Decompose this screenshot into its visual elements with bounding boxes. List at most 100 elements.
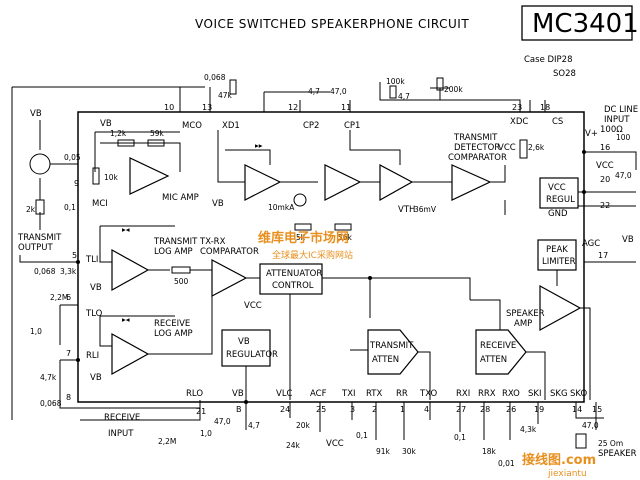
cap-01-rx: 0,1 <box>454 433 466 442</box>
label-vb-rx: VB <box>90 373 102 383</box>
cap-47-bottom: 4,7 <box>248 421 260 430</box>
tx-rx-comparator <box>211 259 248 297</box>
vb-regulator-label-1: VB <box>238 337 250 347</box>
dc-line-input-2: INPUT <box>604 115 630 125</box>
label-ski: SKI <box>528 389 541 399</box>
res-22m-bottom: 2,2M <box>158 437 176 446</box>
res-47k: 47k <box>218 91 233 100</box>
res-500-symbol <box>171 266 191 274</box>
label-cs: CS <box>552 117 563 127</box>
pin-24: 24 <box>280 405 290 414</box>
res-2k-symbol <box>35 199 45 215</box>
cap-005: 0,05 <box>64 153 81 162</box>
rx-log-amp-label-2: LOG AMP <box>154 329 193 339</box>
rx-log-amp-label-1: RECEIVE <box>154 319 190 329</box>
tlo-wire <box>59 304 78 345</box>
label-acf: ACF <box>310 389 327 399</box>
watermark-sub: 全球最大IC采购网站 <box>272 249 353 261</box>
atten-wires <box>470 299 546 400</box>
label-txo: TXO <box>419 389 437 399</box>
junction-dot <box>368 276 372 280</box>
res-30k: 30k <box>402 447 417 456</box>
cap-01-bottom: 0,1 <box>356 431 368 440</box>
ic-outline <box>77 111 585 403</box>
junction-dot <box>582 190 586 194</box>
tx-log-amp-label-1: TRANSMIT <box>153 237 198 247</box>
label-vcc-tdc: VCC <box>498 143 516 153</box>
txrx-comp-label-2: COMPARATOR <box>200 247 259 257</box>
tx-atten-label-1: TRANSMIT <box>369 341 414 351</box>
pin-16: 16 <box>600 143 610 152</box>
label-gnd: GND <box>548 209 568 219</box>
mic-amp-loop <box>100 142 181 172</box>
pin-18-lead <box>529 100 546 112</box>
vcc-regul-label-2: REGUL <box>546 195 575 205</box>
label-cp2: CP2 <box>303 121 319 131</box>
comparator-wire <box>190 269 260 279</box>
part-number: MC34018 <box>532 9 640 39</box>
label-xd1: XD1 <box>222 121 240 131</box>
peak-limiter <box>537 239 577 271</box>
vcc-regul-label-1: VCC <box>548 183 566 193</box>
label-mci: MCI <box>92 199 108 209</box>
watermark-url: jiexiantu <box>547 469 587 479</box>
pin-12-11-leads <box>299 100 351 112</box>
dc-line-input-3: 100Ω <box>600 125 623 135</box>
junction-dot <box>76 358 80 362</box>
cp-amp-wire <box>349 130 401 183</box>
pin-5: 5 <box>72 251 77 260</box>
vb-regulator <box>221 329 271 367</box>
res-5k: 5k <box>296 233 306 242</box>
rx-atten-label-1: RECEIVE <box>480 341 516 351</box>
pin-8: 8 <box>66 393 71 402</box>
line-input-wire <box>584 151 637 170</box>
watermark-corner: 接线图.com <box>522 452 596 468</box>
peak-limiter-label-2: LIMITER <box>542 257 576 267</box>
pin-26: 26 <box>506 405 516 414</box>
pin-2: 2 <box>372 405 377 414</box>
pin-19: 19 <box>534 405 544 414</box>
res-12k: 1,2k <box>110 129 127 138</box>
res-100k-symbol <box>389 85 397 99</box>
case-alt-label: SO28 <box>553 69 576 79</box>
cap-470-bottom: 47,0 <box>214 417 231 426</box>
att-control-label-2: CONTROL <box>272 281 314 291</box>
mic-amp <box>129 157 170 195</box>
pin-9: 9 <box>74 179 79 188</box>
pin-25: 25 <box>316 405 326 414</box>
cap-47-a: 4,7 <box>308 87 320 96</box>
pin-10-13-leads <box>179 87 211 112</box>
label-skg: SKG <box>550 389 568 399</box>
tx-log-amp-label-2: LOG AMP <box>154 247 193 257</box>
cap-001: 0,01 <box>498 459 515 468</box>
cp-amp <box>324 164 362 201</box>
label-vcc-mid: VCC <box>244 301 262 311</box>
res-91k: 91k <box>376 447 391 456</box>
res-100: 100 <box>616 133 631 142</box>
cap-0068-top: 0,068 <box>204 73 226 82</box>
transmit-output-1: TRANSMIT <box>17 233 62 243</box>
dc-line-input-1: DC LINE <box>604 105 638 115</box>
res-26k: 2,6k <box>528 143 545 152</box>
res-24k: 24k <box>286 441 301 450</box>
peak-limiter-label-1: PEAK <box>546 245 568 255</box>
label-tlo: TLO <box>85 309 103 319</box>
pin-11: 11 <box>341 103 351 112</box>
pin-6: 6 <box>66 293 71 302</box>
transmit-log-amp <box>111 248 150 292</box>
attenuator-control <box>259 263 323 295</box>
res-43k: 4,3k <box>520 425 537 434</box>
pin-27: 27 <box>456 405 466 414</box>
left-rail <box>11 86 205 420</box>
res-5k-symbol <box>294 223 312 231</box>
tdc-transistor <box>490 165 506 215</box>
pin-23-lead <box>379 82 521 112</box>
transmit-output-wire <box>19 255 78 263</box>
tx-atten-wires <box>350 349 431 400</box>
junction-dot <box>76 260 80 264</box>
vcc-regulator <box>539 177 579 209</box>
part-number-box <box>521 5 633 41</box>
transmit-detector-comparator <box>451 164 492 201</box>
res-56k: 56k <box>338 233 353 242</box>
